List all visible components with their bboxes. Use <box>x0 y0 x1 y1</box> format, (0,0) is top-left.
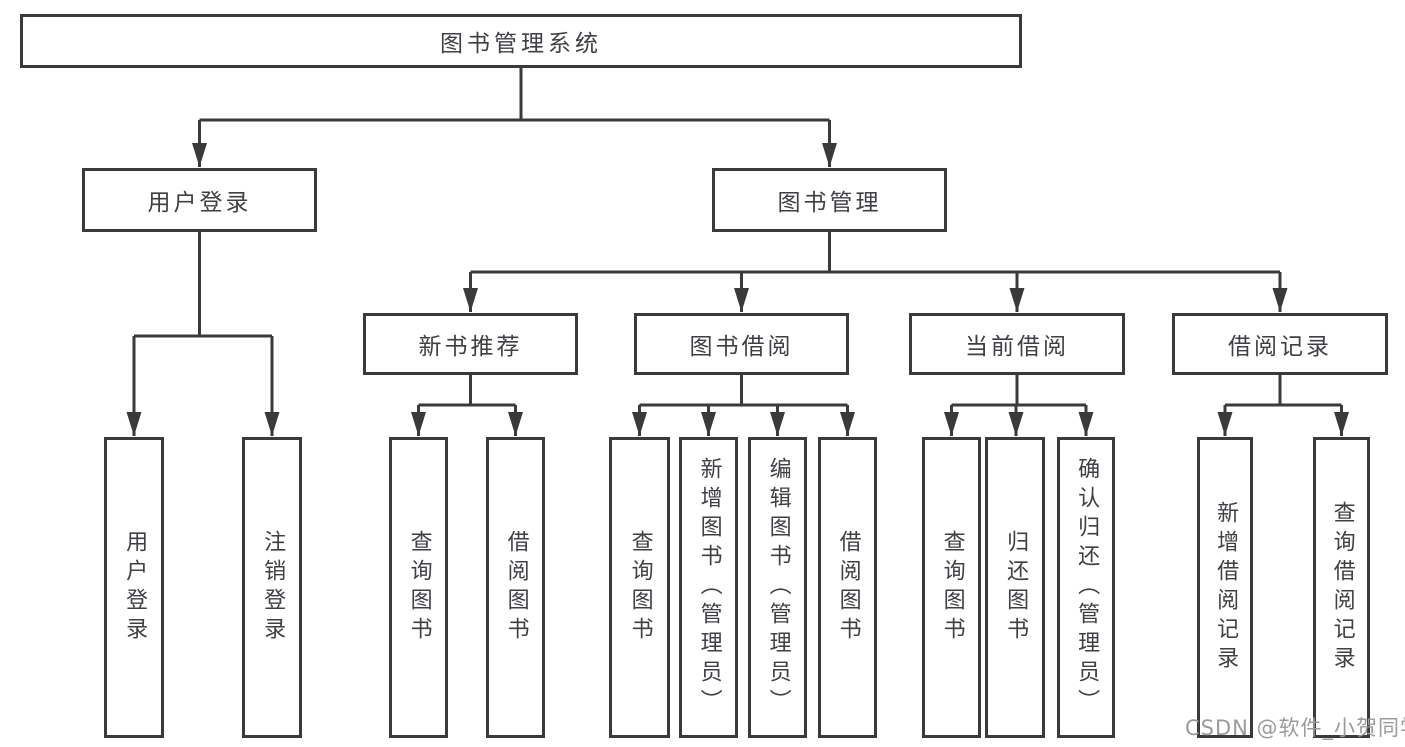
leaf-label: 查询图书 <box>627 529 653 646</box>
leaf-label: 新增图书（管理员） <box>696 457 722 718</box>
node-label: 借阅记录 <box>1228 334 1332 360</box>
leaf-user-login: 用户登录 <box>104 437 164 738</box>
leaf-label: 借阅图书 <box>503 529 529 646</box>
leaf-label: 归还图书 <box>1003 529 1029 646</box>
leaf-borrow-books: 借阅图书 <box>818 437 877 738</box>
edge-trunks <box>134 68 1342 407</box>
node-book-management: 图书管理 <box>712 168 947 232</box>
leaf-label: 查询图书 <box>939 529 965 646</box>
node-borrowing-records: 借阅记录 <box>1172 313 1388 375</box>
leaf-label: 查询借阅记录 <box>1329 500 1355 675</box>
leaf-add-borrow-record: 新增借阅记录 <box>1197 437 1253 738</box>
edge-arrows <box>126 120 1349 436</box>
leaf-add-books-admin: 新增图书（管理员） <box>679 437 738 738</box>
leaf-label: 借阅图书 <box>835 529 861 646</box>
leaf-label: 查询图书 <box>406 529 432 646</box>
watermark: CSDN @软件_小贺同学 <box>1185 716 1405 740</box>
leaf-confirm-return-admin: 确认归还（管理员） <box>1057 437 1115 738</box>
leaf-query-books-borrow: 查询图书 <box>609 437 670 738</box>
node-library-management-system: 图书管理系统 <box>20 14 1022 68</box>
leaf-borrow-books-recommend: 借阅图书 <box>486 437 545 738</box>
leaf-query-books-current: 查询图书 <box>922 437 981 738</box>
node-label: 当前借阅 <box>965 334 1069 360</box>
leaf-label: 编辑图书（管理员） <box>765 457 791 718</box>
leaf-query-books-recommend: 查询图书 <box>389 437 448 738</box>
leaf-label: 注销登录 <box>260 529 286 646</box>
node-label: 图书管理 <box>777 190 882 216</box>
node-current-borrowing: 当前借阅 <box>909 313 1125 375</box>
node-user-login: 用户登录 <box>82 168 317 232</box>
leaf-label: 用户登录 <box>122 529 148 646</box>
node-label: 新书推荐 <box>418 334 523 360</box>
node-label: 图书借阅 <box>689 334 794 360</box>
leaf-label: 新增借阅记录 <box>1213 500 1239 675</box>
leaf-edit-books-admin: 编辑图书（管理员） <box>748 437 807 738</box>
leaf-query-borrow-record: 查询借阅记录 <box>1313 437 1370 738</box>
node-label: 图书管理系统 <box>440 31 602 57</box>
node-label: 用户登录 <box>147 190 252 216</box>
leaf-label: 确认归还（管理员） <box>1074 457 1100 718</box>
node-book-borrowing: 图书借阅 <box>634 313 849 375</box>
leaf-return-books: 归还图书 <box>985 437 1045 738</box>
node-new-book-recommendation: 新书推荐 <box>363 313 578 375</box>
leaf-logout: 注销登录 <box>242 437 302 738</box>
